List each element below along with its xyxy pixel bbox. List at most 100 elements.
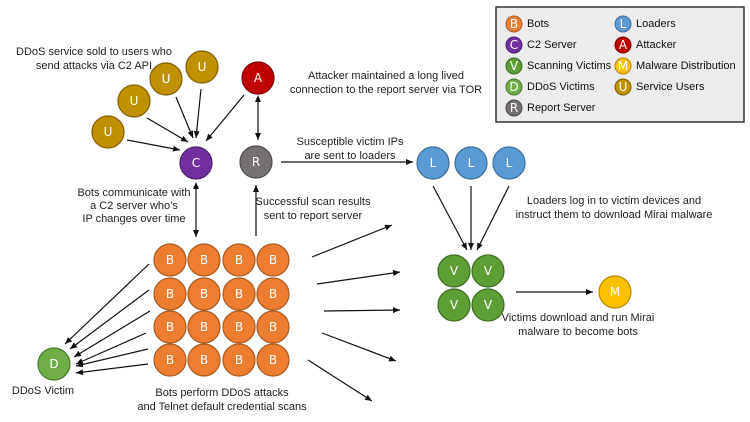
legend-letter: U bbox=[619, 80, 628, 94]
legend-swatch bbox=[505, 99, 523, 117]
ddos-arrow bbox=[64, 263, 150, 345]
c2-server-node-circle bbox=[179, 146, 213, 180]
legend-label: Report Server bbox=[527, 102, 596, 114]
scanning-victim-node: V bbox=[471, 288, 505, 322]
bot-node: B bbox=[256, 243, 290, 277]
loader-node-label: L bbox=[506, 156, 513, 170]
malware-distribution-node-circle bbox=[598, 275, 632, 309]
scan-arrow bbox=[311, 224, 393, 258]
legend-letter: A bbox=[619, 38, 628, 52]
scanning-victim-node-circle bbox=[471, 288, 505, 322]
service-user-node-circle bbox=[185, 50, 219, 84]
annotation-line: and Telnet default credential scans bbox=[137, 401, 307, 413]
bot-node-circle bbox=[153, 277, 187, 311]
legend-swatch bbox=[614, 36, 632, 54]
legend-letter: L bbox=[620, 17, 627, 31]
service-user-node-label: U bbox=[198, 60, 207, 74]
bot-node-label: B bbox=[235, 287, 243, 301]
annotation-line: a C2 server who’s bbox=[90, 200, 178, 212]
legend-swatch bbox=[505, 78, 523, 96]
legend-label: Malware Distribution bbox=[636, 60, 736, 72]
legend-item-scanning-victims: V Scanning Victims bbox=[505, 57, 612, 75]
legend-swatch bbox=[614, 57, 632, 75]
bot-node-circle bbox=[187, 343, 221, 377]
scan-arrow bbox=[307, 359, 373, 402]
bot-node-label: B bbox=[269, 353, 277, 367]
legend-swatch bbox=[614, 78, 632, 96]
bot-node: B bbox=[256, 310, 290, 344]
legend-letter: D bbox=[509, 80, 518, 94]
bot-node-circle bbox=[256, 310, 290, 344]
ddos-arrow bbox=[75, 348, 149, 368]
service-user-node-circle bbox=[117, 84, 151, 118]
ddos-victim-node-label: D bbox=[49, 357, 58, 371]
attacker-annotation: Attacker maintained a long lived connecti… bbox=[290, 70, 482, 96]
bot-node: B bbox=[256, 343, 290, 377]
bot-node-circle bbox=[187, 277, 221, 311]
scanning-victim-node-circle bbox=[437, 288, 471, 322]
bot-node-label: B bbox=[235, 353, 243, 367]
annotation-line: malware to become bots bbox=[518, 326, 638, 338]
user-to-c2-arrow bbox=[126, 139, 181, 152]
attacker-node: A bbox=[241, 61, 275, 95]
annotation-line: connection to the report server via TOR bbox=[290, 84, 482, 96]
arrows bbox=[64, 88, 593, 402]
legend-label: Loaders bbox=[636, 18, 676, 30]
bot-node-label: B bbox=[200, 287, 208, 301]
user-to-c2-arrow bbox=[146, 117, 189, 143]
loader-node: L bbox=[492, 146, 526, 180]
annotation-line: IP changes over time bbox=[82, 213, 185, 225]
user-to-c2-arrow bbox=[193, 88, 202, 139]
bot-node-circle bbox=[256, 343, 290, 377]
report-server-node-label: R bbox=[252, 155, 260, 169]
loader-to-victims-arrow bbox=[432, 185, 468, 251]
bot-node: B bbox=[153, 243, 187, 277]
service-user-node-label: U bbox=[130, 94, 139, 108]
legend-letter: B bbox=[510, 17, 518, 31]
bot-node-label: B bbox=[269, 253, 277, 267]
loader-node-label: L bbox=[430, 156, 437, 170]
legend-letter: V bbox=[510, 59, 519, 73]
legend-label: Scanning Victims bbox=[527, 60, 612, 72]
legend-label: Attacker bbox=[636, 39, 677, 51]
annotation-line: are sent to loaders bbox=[304, 150, 396, 162]
service-user-node-label: U bbox=[162, 72, 171, 86]
annotation-line: Victims download and run Mirai bbox=[502, 312, 655, 324]
bot-node-circle bbox=[256, 277, 290, 311]
bot-node-circle bbox=[187, 310, 221, 344]
annotation-line: Attacker maintained a long lived bbox=[308, 70, 464, 82]
bot-node: B bbox=[187, 277, 221, 311]
scan-arrow bbox=[321, 332, 397, 362]
attacker-to-c2-arrow bbox=[205, 94, 245, 142]
bot-node-label: B bbox=[166, 353, 174, 367]
service-user-node-label: U bbox=[104, 125, 113, 139]
legend-label: C2 Server bbox=[527, 39, 577, 51]
annotation-line: Bots communicate with bbox=[77, 187, 190, 199]
legend-label: Service Users bbox=[636, 81, 705, 93]
legend-item-service-users: U Service Users bbox=[614, 78, 705, 96]
bot-node: B bbox=[222, 243, 256, 277]
scanning-victim-node-label: V bbox=[484, 298, 493, 312]
bot-node-circle bbox=[222, 243, 256, 277]
bot-node: B bbox=[187, 343, 221, 377]
bot-node: B bbox=[222, 277, 256, 311]
victims-download-annotation: Victims download and run Mirai malware to… bbox=[502, 312, 655, 338]
malware-distribution-node: M bbox=[598, 275, 632, 309]
attacker-node-label: A bbox=[254, 71, 263, 85]
bot-node-label: B bbox=[235, 320, 243, 334]
annotation-line: Successful scan results bbox=[256, 196, 371, 208]
ddos-victim-annotation: DDoS Victim bbox=[12, 385, 74, 397]
loader-node-circle bbox=[492, 146, 526, 180]
loader-node-label: L bbox=[468, 156, 475, 170]
attacker-node-circle bbox=[241, 61, 275, 95]
bot-node-label: B bbox=[269, 287, 277, 301]
